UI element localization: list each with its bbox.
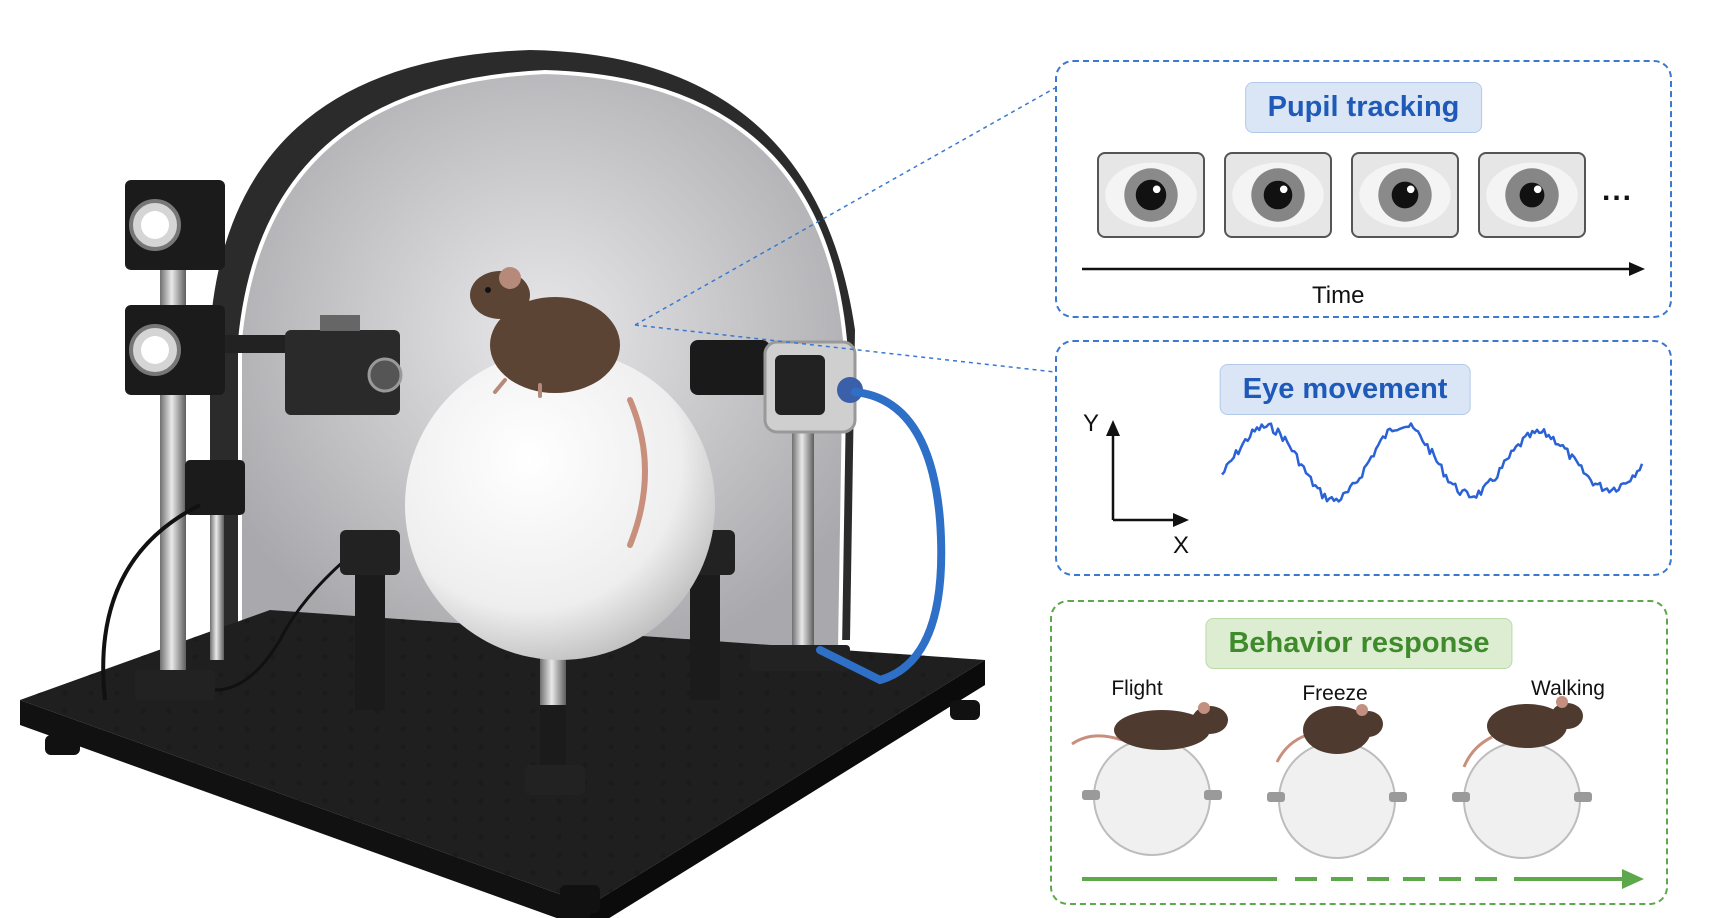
- behavior-state-walking: Walking: [1531, 677, 1605, 700]
- optical-table: [20, 610, 985, 918]
- time-axis-arrow: [1082, 262, 1645, 276]
- eye-frame-2: [1224, 152, 1332, 238]
- time-label: Time: [1312, 282, 1365, 309]
- led-light-stack: [125, 180, 225, 700]
- behavior-response-panel: Behavior response Flight Freeze Walking: [1050, 600, 1668, 905]
- trackball: [405, 350, 715, 660]
- pupil-tracking-panel: Pupil tracking ... Time: [1055, 60, 1672, 318]
- mouse-walking: [1452, 696, 1592, 859]
- eye-frame-3: [1351, 152, 1459, 238]
- pupil-tracking-title: Pupil tracking: [1244, 82, 1483, 133]
- behavior-response-title: Behavior response: [1205, 618, 1513, 669]
- eye-movement-title: Eye movement: [1219, 364, 1471, 415]
- mouse-freeze: [1267, 704, 1407, 859]
- eye-frame-4: [1478, 152, 1586, 238]
- behavior-illustrations: [1071, 696, 1644, 889]
- x-axis-label: X: [1173, 532, 1190, 559]
- behavior-state-flight: Flight: [1111, 677, 1163, 700]
- sensor-post: [101, 460, 346, 701]
- eye-movement-panel: Eye movement Y X: [1055, 340, 1672, 576]
- mouse-flight: [1071, 702, 1228, 856]
- y-axis-label: Y: [1083, 410, 1100, 437]
- mouse-on-ball: [470, 267, 648, 548]
- eye-movement-trace: [1221, 422, 1644, 503]
- behavior-progress-arrow: [1082, 869, 1644, 889]
- side-camera: [225, 315, 403, 415]
- eye-frame-1: [1097, 152, 1205, 238]
- apparatus-illustration: [20, 50, 985, 918]
- xy-axes: [1106, 420, 1189, 527]
- more-frames-ellipsis: ...: [1602, 174, 1634, 207]
- behavior-state-freeze: Freeze: [1302, 682, 1368, 705]
